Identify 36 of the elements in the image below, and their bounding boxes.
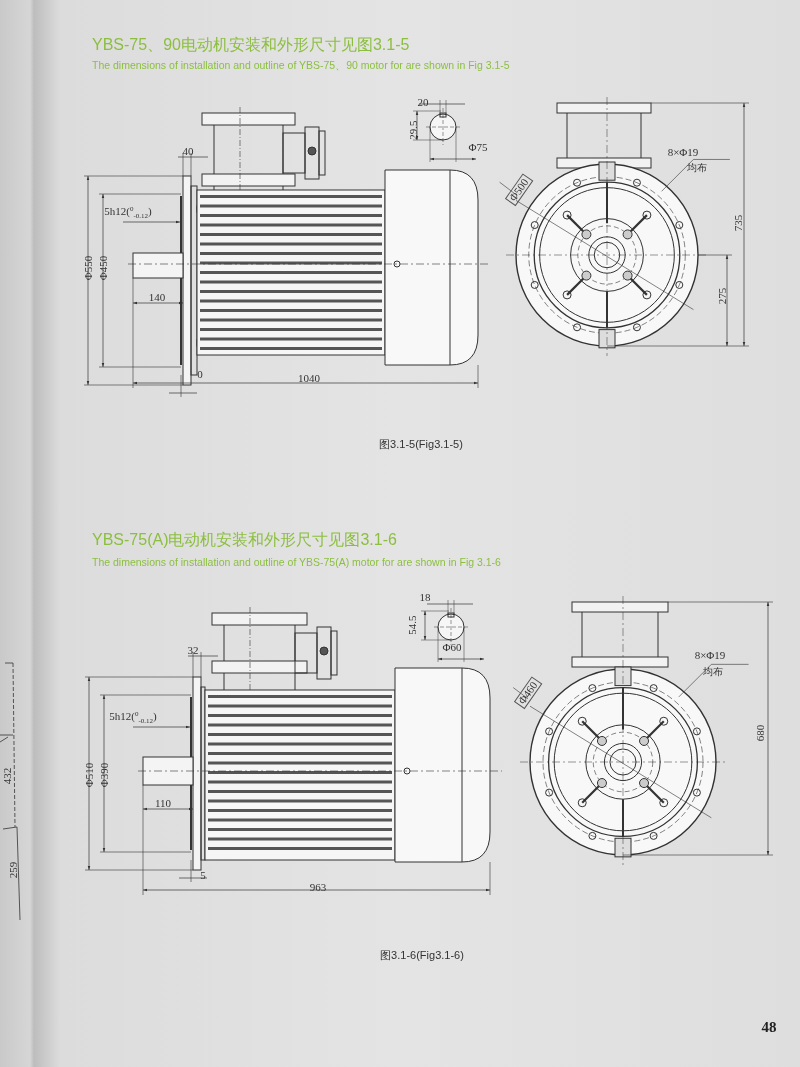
dimension-label: 32: [187, 644, 199, 656]
page-number: 48: [761, 1019, 777, 1035]
subheading: The dimensions of installation and outline of YBS-75(A) motor for are shown in Fig 3.1-6: [92, 556, 501, 568]
dimension-label: 均布: [687, 163, 707, 173]
dimension-label: Φ60: [442, 641, 462, 653]
dimension-label: 18: [419, 591, 431, 603]
dimension-label: 140: [148, 291, 166, 303]
dimension-label: 1040: [298, 372, 320, 384]
figure-caption: 图3.1-6(Fig3.1-6): [380, 949, 464, 961]
subheading: The dimensions of installation and outline of YBS-75、90 motor for are shown in Fig 3.1-5: [92, 59, 510, 71]
dimension-label: 0: [197, 368, 203, 380]
dimension-label: 5: [200, 869, 206, 881]
dimension-label: Φ390: [98, 762, 110, 788]
dimension-label: 5h12($^{0}$$_{-0.12}$): [109, 710, 157, 726]
dimension-label: Φ450: [97, 255, 109, 281]
heading: YBS-75、90电动机安装和外形尺寸见图3.1-5: [92, 37, 410, 53]
dimension-label: Φ75: [468, 141, 488, 153]
dimension-label: 5h12($^{0}$$_{-0.12}$): [104, 205, 152, 221]
dimension-label: 735: [732, 214, 744, 232]
figure-caption: 图3.1-5(Fig3.1-5): [379, 438, 463, 450]
dimension-label: 432: [1, 767, 13, 785]
dimension-label: Φ510: [83, 762, 95, 788]
dimension-label: 275: [716, 287, 728, 305]
dimension-label: 29.5: [407, 120, 419, 140]
dimension-label: Φ550: [82, 255, 94, 281]
dimension-label: 8×Φ19: [667, 146, 699, 158]
dimension-label: 40: [182, 145, 194, 157]
heading: YBS-75(A)电动机安装和外形尺寸见图3.1-6: [92, 532, 397, 548]
dimension-label: 110: [154, 797, 172, 809]
dimension-label: 963: [309, 881, 327, 893]
dimension-label: 均布: [703, 667, 723, 677]
dimension-label: 54.5: [406, 615, 418, 635]
dimension-label: 20: [417, 96, 429, 108]
dimension-label: 259: [7, 861, 19, 879]
dimension-label: 8×Φ19: [694, 649, 726, 661]
dimension-label: 680: [754, 724, 766, 742]
